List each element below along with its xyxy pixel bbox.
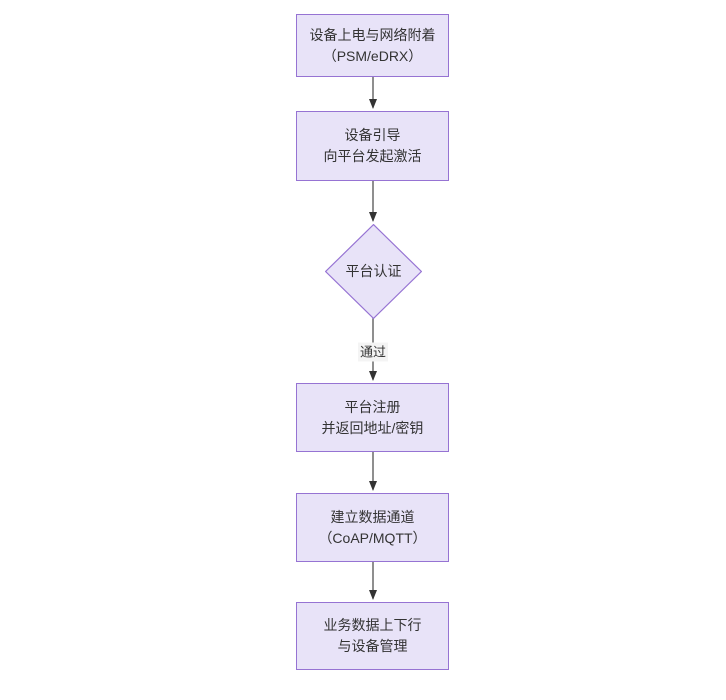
- node-platform-auth-label: 平台认证: [345, 263, 402, 279]
- node-bootstrap-line2: 向平台发起激活: [323, 148, 422, 164]
- node-service-data[interactable]: 业务数据上下行 与设备管理: [296, 602, 449, 670]
- node-platform-register[interactable]: 平台注册 并返回地址/密钥: [296, 383, 449, 452]
- node-service-data-line1: 业务数据上下行: [323, 617, 422, 633]
- node-data-channel-line1: 建立数据通道: [330, 508, 415, 525]
- diamond-shape: [325, 224, 422, 319]
- node-platform-register-line1: 平台注册: [344, 398, 401, 415]
- node-data-channel-line2: （CoAP/MQTT）: [318, 529, 427, 546]
- node-bootstrap[interactable]: 设备引导 向平台发起激活: [296, 111, 449, 181]
- node-bootstrap-line1: 设备引导: [344, 127, 401, 143]
- node-data-channel[interactable]: 建立数据通道 （CoAP/MQTT）: [296, 493, 449, 562]
- node-platform-auth[interactable]: 平台认证: [325, 224, 422, 319]
- edge-label-pass: 通过: [357, 342, 389, 362]
- node-power-on-line1: 设备上电与网络附着: [309, 26, 436, 43]
- node-power-on-line2: （PSM/eDRX）: [322, 47, 423, 64]
- node-power-on[interactable]: 设备上电与网络附着 （PSM/eDRX）: [296, 14, 449, 77]
- node-service-data-line2: 与设备管理: [337, 638, 408, 654]
- node-platform-register-line2: 并返回地址/密钥: [321, 419, 424, 436]
